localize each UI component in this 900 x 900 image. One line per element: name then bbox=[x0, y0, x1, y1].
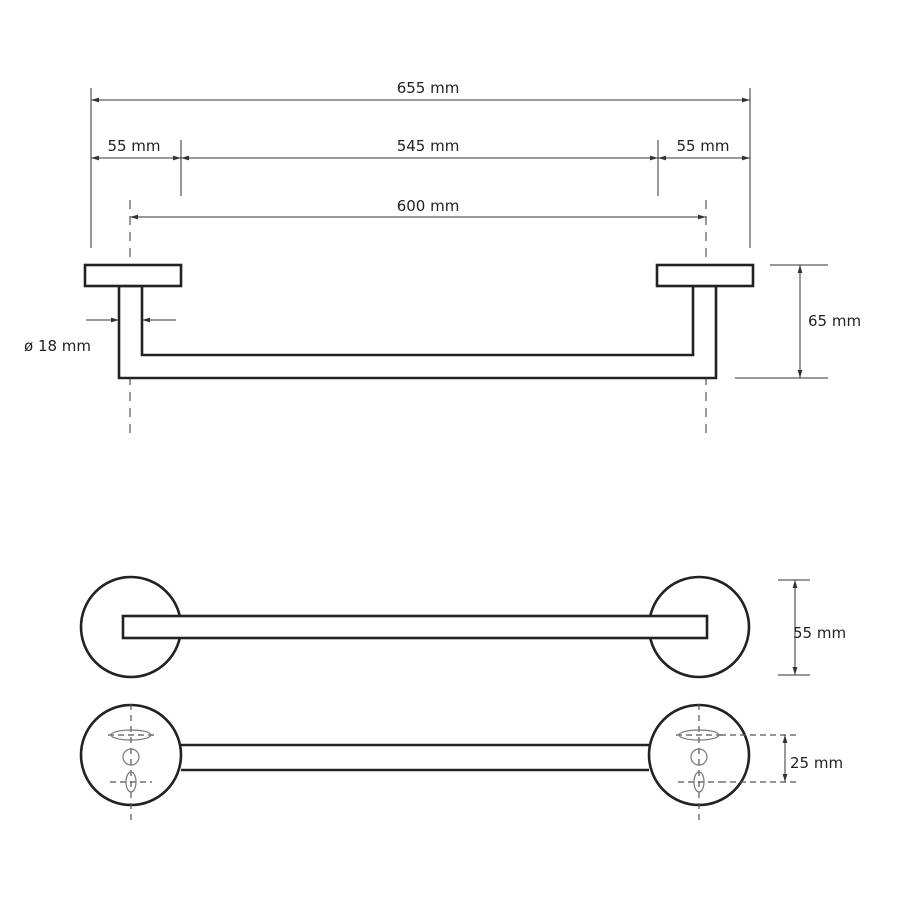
mounting-holes-right bbox=[676, 704, 723, 820]
dimension-flange-and-span: 55 mm 545 mm 55 mm bbox=[91, 137, 750, 161]
dimension-projection: 65 mm bbox=[735, 264, 861, 379]
dimension-label: 25 mm bbox=[790, 754, 843, 772]
dimension-label: 545 mm bbox=[397, 137, 460, 155]
dimension-label: ø 18 mm bbox=[24, 337, 91, 355]
dimension-overall-width: 655 mm bbox=[91, 79, 750, 103]
front-view bbox=[83, 263, 755, 380]
dimension-label: 55 mm bbox=[107, 137, 160, 155]
dimension-center-distance: 600 mm bbox=[130, 197, 706, 220]
dimension-tube-diameter: ø 18 mm bbox=[24, 317, 176, 355]
mounting-holes-left bbox=[108, 704, 155, 820]
extension-lines bbox=[90, 88, 751, 248]
dimension-label: 655 mm bbox=[397, 79, 460, 97]
top-view bbox=[79, 575, 751, 679]
dimension-label: 600 mm bbox=[397, 197, 460, 215]
dimension-label: 55 mm bbox=[676, 137, 729, 155]
dimension-label: 65 mm bbox=[808, 312, 861, 330]
rear-view bbox=[79, 703, 751, 807]
dimension-hole-spacing: 25 mm bbox=[720, 734, 843, 783]
dimension-flange-diameter: 55 mm bbox=[778, 579, 846, 676]
dimension-label: 55 mm bbox=[793, 624, 846, 642]
